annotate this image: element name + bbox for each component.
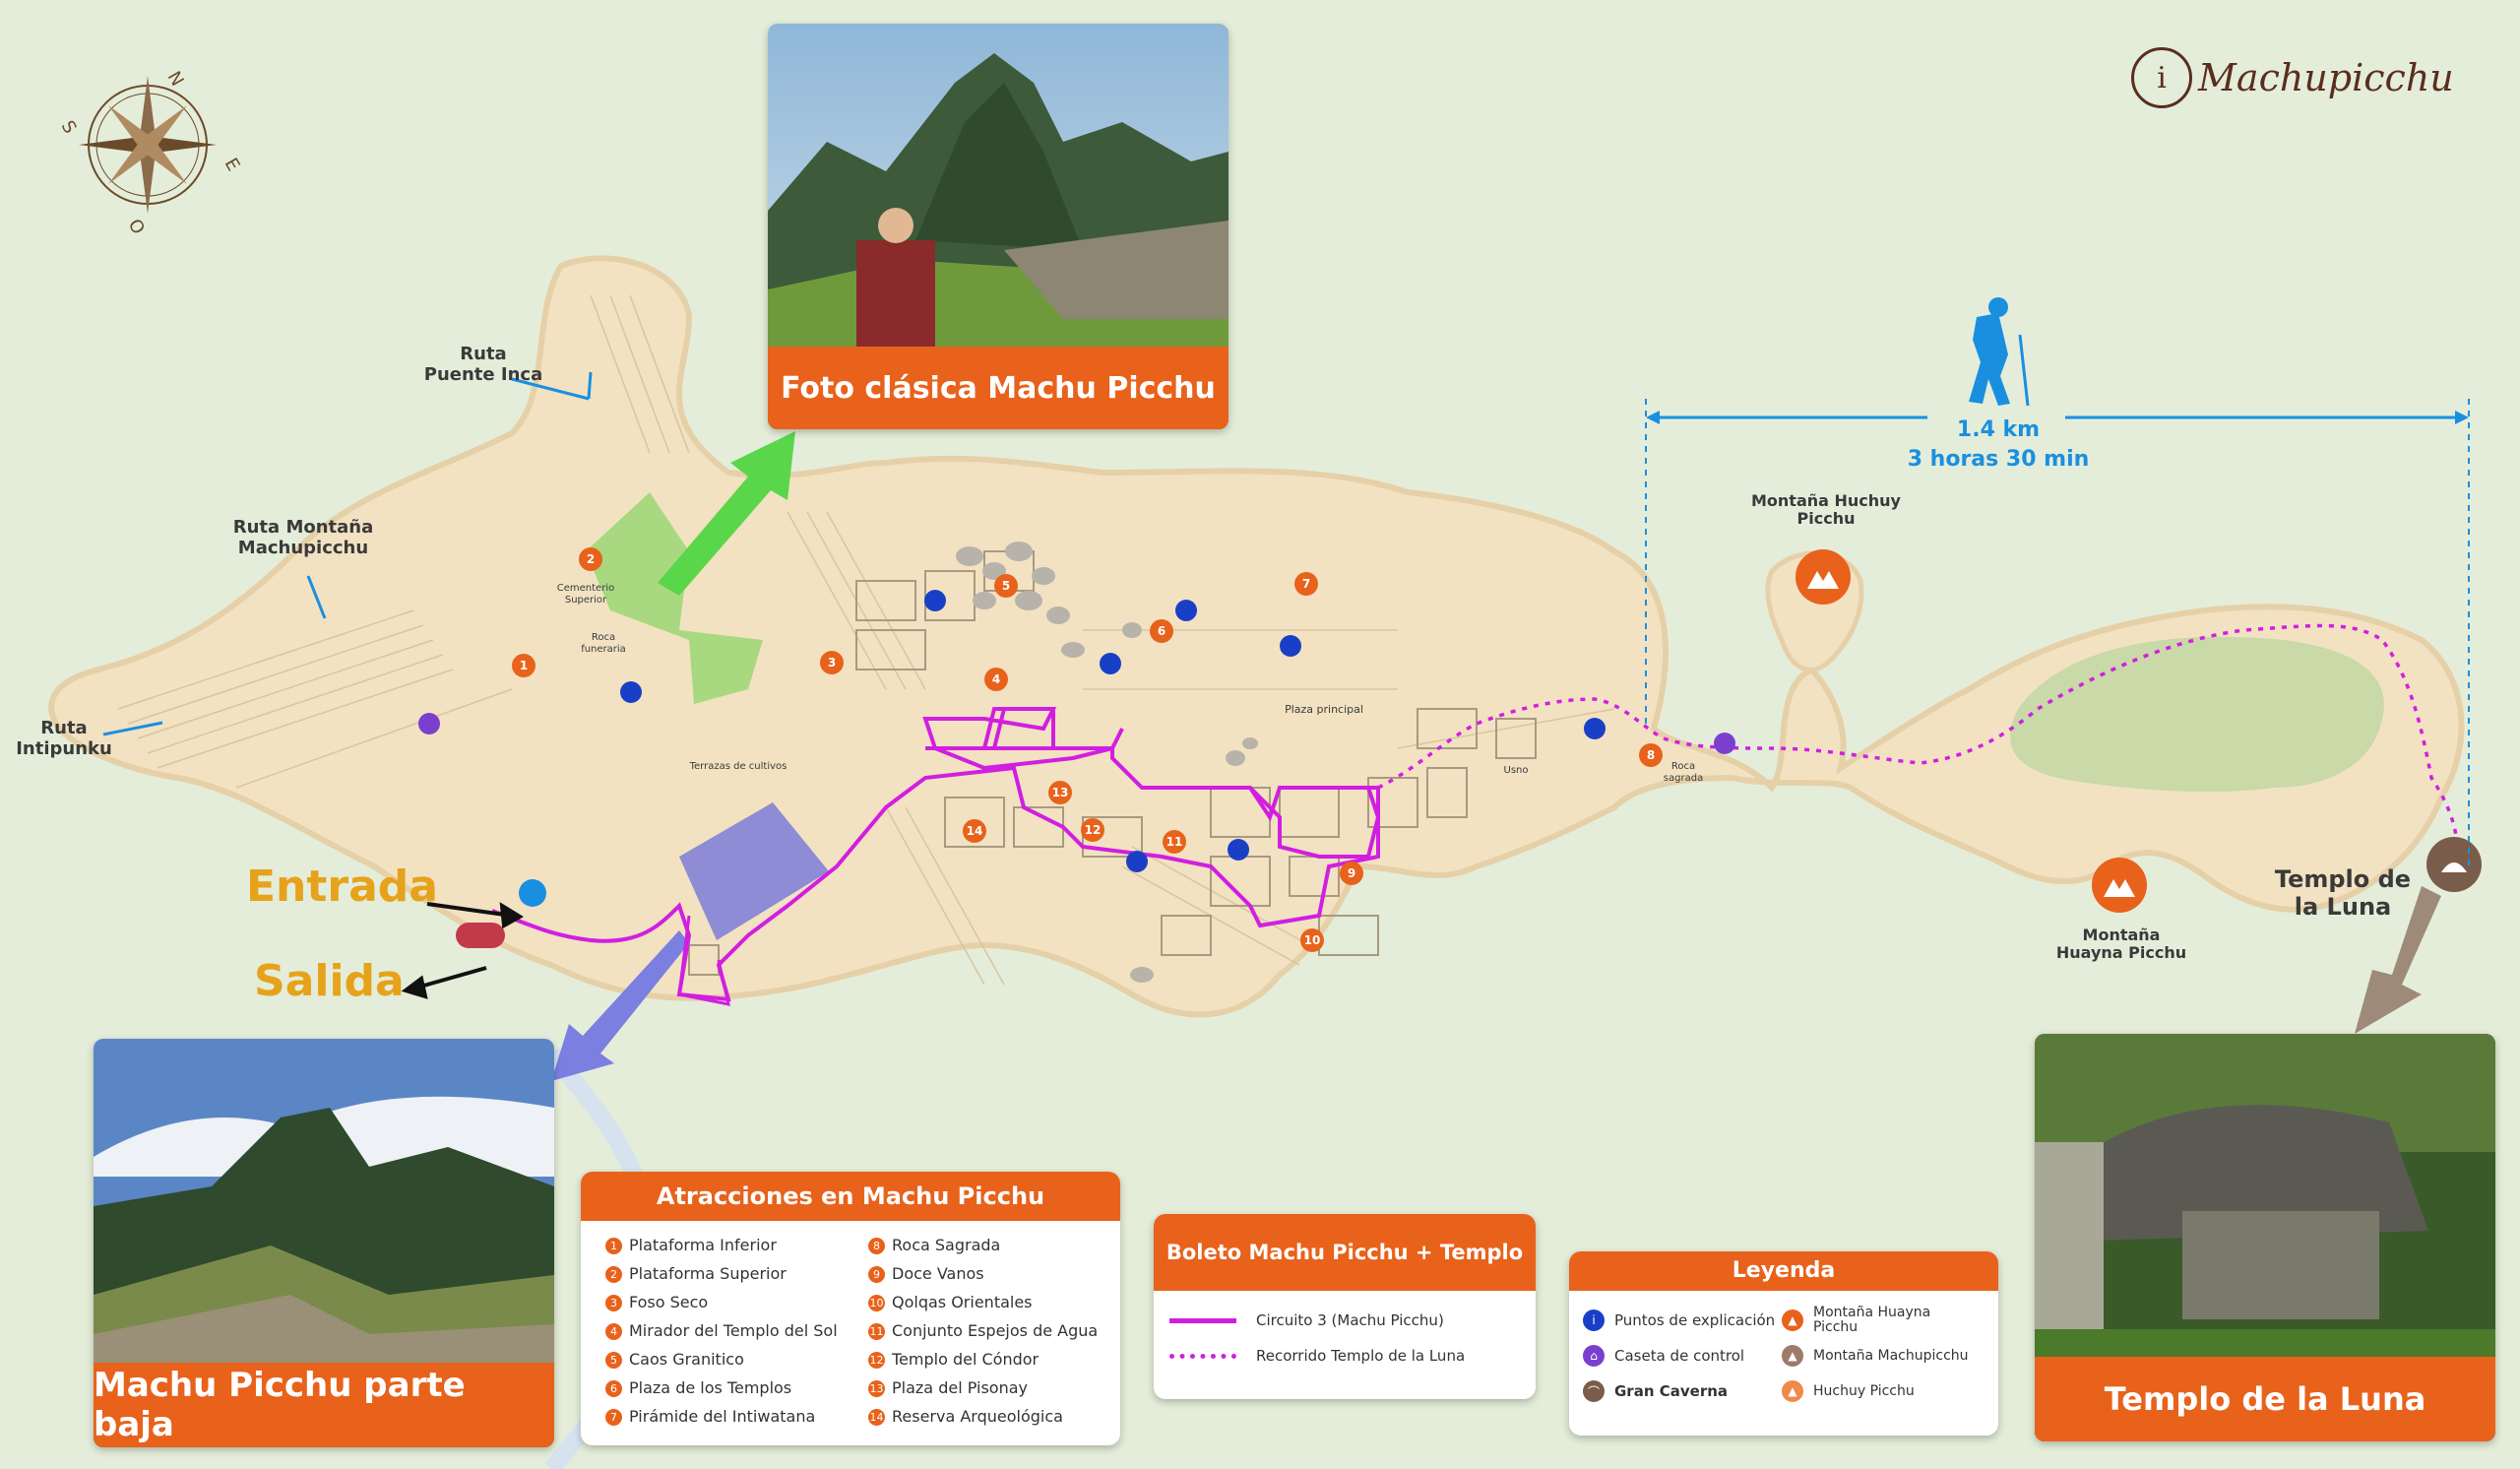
arrow-to-templo-luna xyxy=(2355,886,2441,1034)
photo-spot-area xyxy=(586,492,763,704)
svg-text:5: 5 xyxy=(1002,579,1010,593)
svg-text:7: 7 xyxy=(1302,577,1310,591)
salida-label: Salida xyxy=(254,956,405,1006)
control-booth xyxy=(418,713,440,734)
legend-title: Leyenda xyxy=(1569,1251,1998,1291)
entrada-label: Entrada xyxy=(246,862,438,912)
ticket-title: Boleto Machu Picchu + Templo de la Luna xyxy=(1154,1214,1536,1341)
distance-indicator xyxy=(1645,297,2470,866)
distance-km: 1.4 km xyxy=(1956,417,2041,442)
label-cementerio: Cementerio Superior xyxy=(556,583,615,606)
legend-caverna-row: ⌒Gran Caverna xyxy=(1583,1373,1775,1409)
route-puente-inca-label: Ruta Puente Inca xyxy=(423,344,543,385)
templo-luna-route xyxy=(1377,623,2459,867)
svg-text:10: 10 xyxy=(1304,933,1321,947)
lower-area xyxy=(679,802,829,940)
label-huayna-picchu: Montaña Huayna Picchu xyxy=(2055,926,2187,963)
control-booth-icon: ⌂ xyxy=(1583,1345,1605,1367)
ticket-circuit-row: Circuito 3 (Machu Picchu) xyxy=(1169,1303,1536,1338)
info-icon: i xyxy=(1583,1309,1605,1331)
label-terrazas: Terrazas de cultivos xyxy=(689,761,788,772)
circuit-line-icon xyxy=(1169,1317,1236,1323)
ticket-card: Boleto Machu Picchu + Templo de la Luna … xyxy=(1154,1214,1536,1399)
hiker-icon xyxy=(1969,297,2030,407)
logo-text: Machupicchu xyxy=(2198,56,2454,99)
label-templo-luna: Templo de la Luna xyxy=(2274,865,2412,921)
exit-routes xyxy=(102,371,593,736)
svg-text:14: 14 xyxy=(967,824,983,838)
photo-foto-clasica-caption: Foto clásica Machu Picchu xyxy=(768,347,1228,429)
photo-parte-baja-caption: Machu Picchu parte baja xyxy=(94,1363,554,1447)
svg-text:2: 2 xyxy=(587,552,595,566)
cave-icon: ⌒ xyxy=(1583,1380,1605,1402)
photo-parte-baja: Machu Picchu parte baja xyxy=(94,1039,554,1447)
route-intipunku-label: Ruta Intipunku xyxy=(16,718,112,759)
svg-text:12: 12 xyxy=(1085,823,1102,837)
label-roca-sagrada: Roca sagrada xyxy=(1663,761,1704,784)
distance-time: 3 horas 30 min xyxy=(1907,447,2090,472)
svg-text:4: 4 xyxy=(992,672,1000,686)
svg-text:8: 8 xyxy=(1647,748,1655,762)
svg-text:1: 1 xyxy=(520,659,528,672)
mountain-icon: ▲ xyxy=(1782,1380,1803,1402)
svg-text:3: 3 xyxy=(828,656,836,670)
route-montana-label: Ruta Montaña Machupicchu xyxy=(232,517,374,558)
route-dotted-icon xyxy=(1169,1353,1236,1359)
legend-huayna-row: ▲Montaña Huayna Picchu xyxy=(1782,1303,1969,1338)
svg-text:6: 6 xyxy=(1158,624,1166,638)
label-usno: Usno xyxy=(1503,765,1529,776)
legend-huchuy-row: ▲Huchuy Picchu xyxy=(1782,1373,1969,1409)
label-roca-funeraria: Roca funeraria xyxy=(581,632,626,655)
photo-templo-luna-caption: Templo de la Luna xyxy=(2035,1357,2495,1441)
arrow-to-foto-clasica xyxy=(658,431,795,596)
arrow-to-parte-baja xyxy=(551,930,689,1081)
photo-foto-clasica: Foto clásica Machu Picchu xyxy=(768,24,1228,429)
label-plaza-principal: Plaza principal xyxy=(1285,703,1363,716)
services-icon xyxy=(456,923,505,948)
granite-rocks xyxy=(956,542,1258,983)
svg-text:13: 13 xyxy=(1052,786,1069,799)
legend-machupicchu-row: ▲Montaña Machupicchu xyxy=(1782,1338,1969,1373)
attraction-markers xyxy=(512,547,1663,952)
terrace-lines xyxy=(117,294,1615,986)
control-booth xyxy=(1714,733,1735,754)
logo-icon: i xyxy=(2131,47,2192,108)
svg-text:9: 9 xyxy=(1348,866,1355,880)
photo-templo-luna: Templo de la Luna xyxy=(2035,1034,2495,1441)
mountain-icon: ▲ xyxy=(1782,1345,1803,1367)
label-huchuy-picchu: Montaña Huchuy Picchu xyxy=(1751,491,1901,529)
site-land xyxy=(48,255,2465,1018)
ticket-route-row: Recorrido Templo de la Luna xyxy=(1169,1338,1536,1373)
circuit-3-route xyxy=(491,707,1380,1002)
entrance-icon xyxy=(519,879,546,907)
info-points xyxy=(620,590,1606,872)
entrance-arrows xyxy=(401,902,524,999)
legend-caseta-row: ⌂Caseta de control xyxy=(1583,1338,1775,1373)
svg-text:11: 11 xyxy=(1166,835,1183,849)
attractions-title: Atracciones en Machu Picchu xyxy=(581,1172,1120,1221)
mountain-icon: ▲ xyxy=(1782,1309,1803,1331)
brand-logo: i Machupicchu xyxy=(2131,47,2454,108)
